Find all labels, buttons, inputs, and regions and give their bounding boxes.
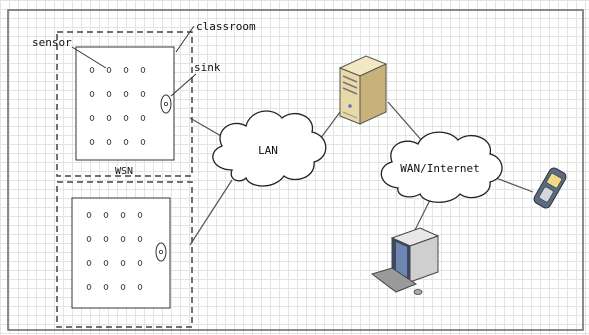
sensor-callout-line [71,46,107,69]
lan-cloud: LAN [212,110,327,187]
classroom-callout-line [175,25,195,53]
sensor-node [137,236,143,242]
sensor-node [123,139,129,145]
server-drive-3 [342,87,358,95]
sensor-node [103,212,109,218]
server-front [339,67,361,125]
sensor-node [89,115,95,121]
sensor-grid-2 [86,212,143,290]
mouse-icon [413,289,423,295]
sink-node-2 [155,242,167,262]
server-vent [342,111,358,119]
sensor-node [137,212,143,218]
sensor-node [137,260,143,266]
classroom-1: WSN [56,31,193,177]
sensor-node [86,236,92,242]
server-drive-1 [342,75,358,83]
lan-cloud-shape [212,110,327,187]
sensor-node [103,236,109,242]
sensor-node [103,284,109,290]
sensor-grid-1 [89,67,146,145]
sensor-node [140,67,146,73]
sensor-node [137,284,143,290]
sink-node-2-core [158,249,163,254]
sensor-node [120,284,126,290]
lan-label: LAN [258,144,278,157]
sensor-node [106,115,112,121]
monitor-screen-glare [396,242,407,277]
sensor-label: sensor [32,36,72,49]
sink-node-1-core [163,102,168,107]
classroom-label: classroom [196,20,256,33]
sensor-node [103,260,109,266]
sensor-node [120,212,126,218]
wan-label: WAN/Internet [400,162,479,175]
monitor-side [409,235,439,283]
server-icon [338,55,388,125]
sensor-node [86,212,92,218]
sensor-node [89,139,95,145]
wsn-field-1 [75,46,175,161]
sensor-node [140,139,146,145]
sink-node-1 [160,94,172,114]
classroom-1-boundary [56,31,193,177]
sensor-node [89,91,95,97]
desktop-pc-icon [370,227,440,295]
mobile-phone-icon [533,167,567,209]
wsn-label: WSN [115,166,133,177]
classroom-2 [56,181,193,328]
wan-cloud: WAN/Internet [380,131,503,203]
phone-screen [546,172,563,189]
sensor-node [106,91,112,97]
sensor-node [140,91,146,97]
sensor-node [86,284,92,290]
server-power-led [348,104,352,108]
sensor-node [123,67,129,73]
sensor-node [120,260,126,266]
phone-keypad [539,186,554,203]
sensor-node [106,139,112,145]
sink-callout-line [170,73,197,97]
phone-body [533,167,567,209]
sensor-node [120,236,126,242]
sensor-node [86,260,92,266]
server-drive-2 [342,81,358,89]
sink-label: sink [194,61,221,74]
sensor-node [123,91,129,97]
sensor-node [106,67,112,73]
diagram-frame [7,9,584,331]
link-classroom2-lan [189,179,233,246]
keyboard-icon [370,267,418,293]
wan-cloud-shape [380,131,503,203]
sensor-node [140,115,146,121]
sensor-node [89,67,95,73]
sensor-node [123,115,129,121]
